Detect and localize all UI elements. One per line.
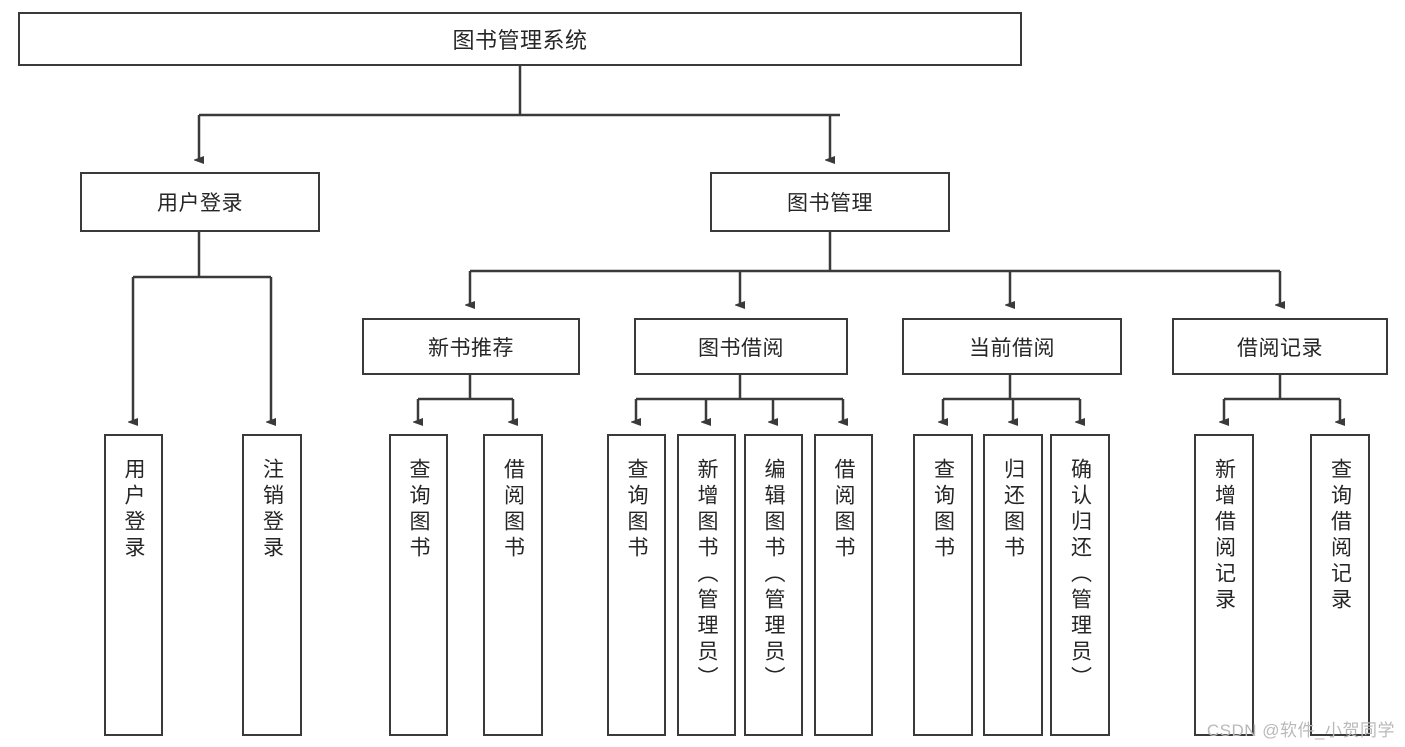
leaf-borrow-book-recommend-label: 借阅图书 (501, 458, 525, 562)
node-book-borrow-label: 图书借阅 (698, 336, 784, 360)
leaf-logout-label: 注销登录 (260, 458, 284, 562)
node-book-management[interactable]: 图书管理 (710, 172, 950, 232)
leaf-logout[interactable]: 注销登录 (242, 434, 302, 736)
leaf-confirm-return-admin[interactable]: 确认归还（管理员） (1050, 434, 1110, 736)
leaf-return-book-label: 归还图书 (1001, 458, 1025, 562)
node-borrow-records[interactable]: 借阅记录 (1172, 318, 1388, 375)
node-book-borrow[interactable]: 图书借阅 (634, 318, 848, 375)
node-user-login-label: 用户登录 (157, 192, 243, 215)
leaf-query-borrow-record-label: 查询借阅记录 (1328, 458, 1352, 614)
node-user-login[interactable]: 用户登录 (80, 172, 320, 232)
leaf-query-book-recommend[interactable]: 查询图书 (389, 434, 448, 736)
leaf-query-borrow-record[interactable]: 查询借阅记录 (1310, 434, 1370, 736)
leaf-add-borrow-record-label: 新增借阅记录 (1212, 458, 1236, 614)
node-current-borrow[interactable]: 当前借阅 (902, 318, 1122, 375)
node-current-borrow-label: 当前借阅 (969, 336, 1055, 360)
leaf-user-login[interactable]: 用户登录 (104, 434, 163, 736)
leaf-confirm-return-admin-label: 确认归还（管理员） (1068, 458, 1092, 692)
node-new-book-recommend-label: 新书推荐 (428, 336, 514, 360)
leaf-query-book-recommend-label: 查询图书 (407, 458, 430, 562)
leaf-add-borrow-record[interactable]: 新增借阅记录 (1194, 434, 1254, 736)
node-book-management-label: 图书管理 (787, 192, 873, 215)
leaf-user-login-label: 用户登录 (122, 458, 145, 562)
leaf-add-book-admin[interactable]: 新增图书（管理员） (677, 434, 736, 736)
leaf-borrow-book-label: 借阅图书 (832, 458, 855, 562)
leaf-edit-book-admin-label: 编辑图书（管理员） (762, 458, 785, 692)
leaf-edit-book-admin[interactable]: 编辑图书（管理员） (744, 434, 803, 736)
leaf-add-book-admin-label: 新增图书（管理员） (695, 458, 718, 692)
watermark: CSDN @软件_小贺同学 (1206, 721, 1395, 740)
leaf-query-book-current[interactable]: 查询图书 (913, 434, 973, 736)
leaf-query-book-borrow-label: 查询图书 (625, 458, 648, 562)
leaf-borrow-book[interactable]: 借阅图书 (814, 434, 873, 736)
node-root-label: 图书管理系统 (452, 28, 588, 53)
leaf-query-book-borrow[interactable]: 查询图书 (607, 434, 666, 736)
node-borrow-records-label: 借阅记录 (1237, 336, 1323, 360)
leaf-return-book[interactable]: 归还图书 (983, 434, 1043, 736)
node-new-book-recommend[interactable]: 新书推荐 (362, 318, 580, 375)
node-root[interactable]: 图书管理系统 (18, 12, 1022, 66)
leaf-borrow-book-recommend[interactable]: 借阅图书 (483, 434, 543, 736)
leaf-query-book-current-label: 查询图书 (931, 458, 955, 562)
